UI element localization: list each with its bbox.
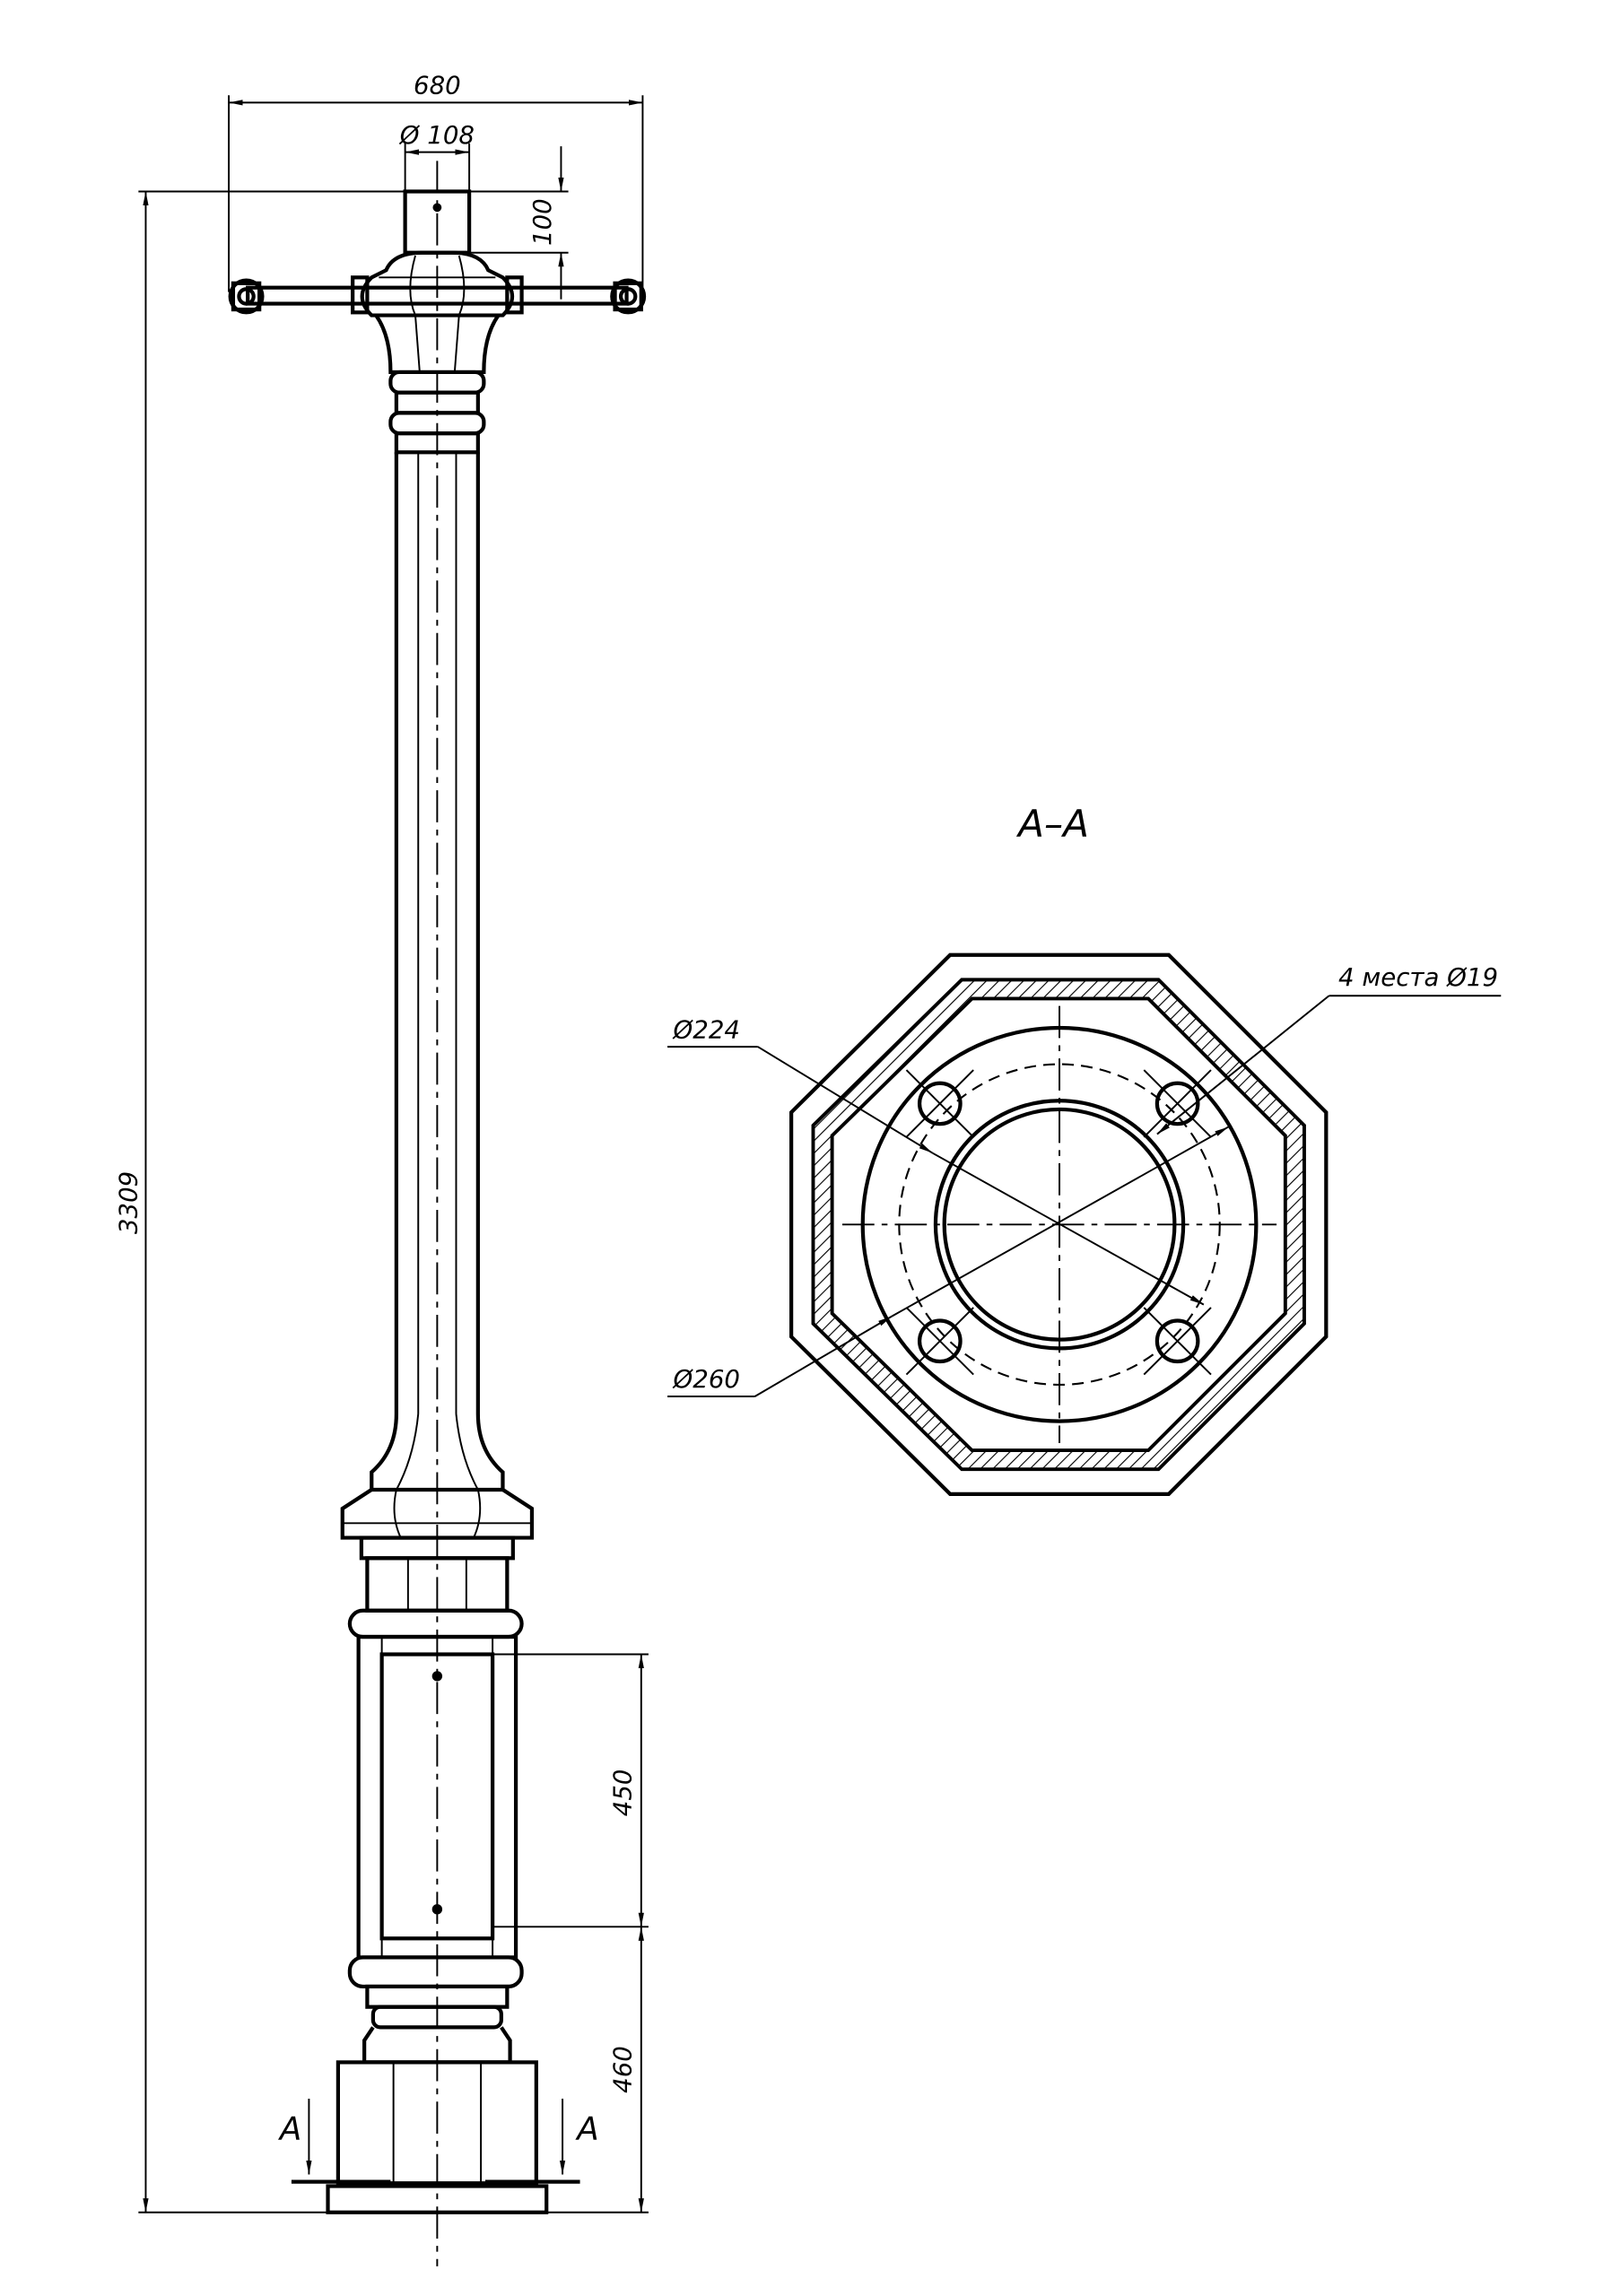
section-mark-right: A	[484, 2099, 599, 2184]
label-dia-260: Ø260	[673, 1364, 740, 1394]
svg-text:100: 100	[527, 198, 557, 246]
arm-end-knob-right	[610, 278, 647, 315]
label-dia-224: Ø224	[673, 1014, 740, 1044]
dimension-tube-height: 100	[138, 146, 569, 300]
svg-text:A: A	[575, 2111, 598, 2148]
dimension-tube-diameter: Ø 108	[399, 120, 475, 192]
svg-text:3309: 3309	[114, 1171, 144, 1234]
bolt-holes	[905, 1069, 1212, 1376]
label-bolt-holes: 4 места Ø19	[1338, 962, 1498, 992]
svg-text:Ø 108: Ø 108	[399, 120, 475, 150]
dimension-width: 680	[228, 71, 644, 292]
dimension-door: 450 460	[492, 1653, 649, 2213]
section-view-a-a	[667, 952, 1502, 1496]
svg-text:A: A	[278, 2111, 301, 2148]
dimension-height: 3309	[114, 191, 649, 2213]
section-title: A–A	[1015, 802, 1089, 846]
svg-text:680: 680	[414, 71, 461, 100]
arm-end-knob-left	[228, 278, 265, 315]
lamp-post-elevation	[228, 189, 647, 2214]
section-mark-left: A	[278, 2099, 391, 2184]
svg-text:460: 460	[607, 2046, 637, 2093]
svg-text:450: 450	[607, 1770, 637, 1817]
